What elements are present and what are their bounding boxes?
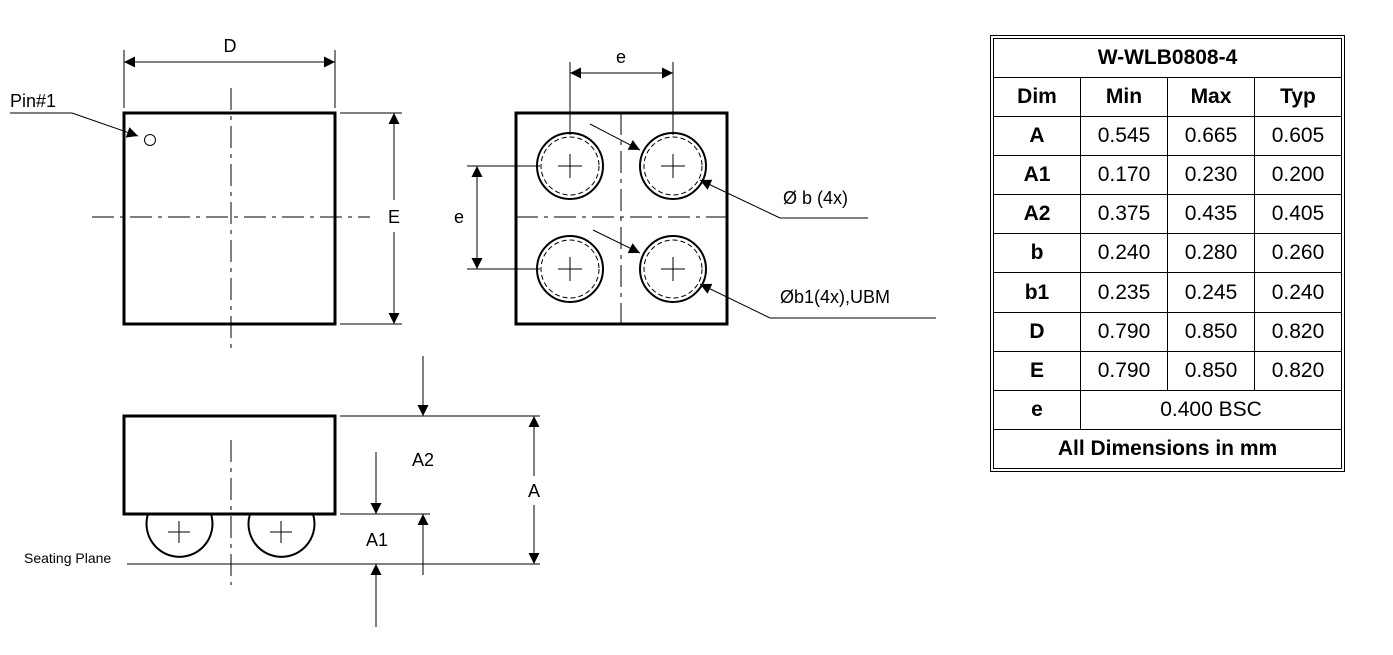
top-view: Pin#1 D E (10, 36, 402, 348)
a2-label: A2 (412, 450, 434, 470)
table-row: E 0.790 0.850 0.820 (993, 350, 1342, 391)
dimension-table-frame: W-WLB0808-4 Dim Min Max Typ A 0.545 0.66… (990, 35, 1345, 472)
pitch-v-label: e (454, 207, 464, 227)
row-max: 0.850 (1167, 350, 1255, 391)
row-dim: b (993, 233, 1081, 274)
table-row-e: e 0.400 BSC (993, 389, 1342, 430)
pitch-h-label: e (616, 47, 626, 67)
table-row: A2 0.375 0.435 0.405 (993, 194, 1342, 235)
header-max: Max (1167, 77, 1255, 118)
a1-label: A1 (366, 530, 388, 550)
row-min: 0.235 (1080, 272, 1168, 313)
ubm-callout-leader-a (592, 229, 641, 254)
ball-callout-label: Ø b (4x) (783, 188, 848, 208)
ubm-callout-label: Øb1(4x),UBM (780, 287, 890, 307)
solder-ball (639, 132, 707, 200)
solder-ball (639, 235, 707, 303)
solder-ball (536, 132, 604, 200)
row-dim: A2 (993, 194, 1081, 235)
package-outline-drawing: Pin#1 D E (10, 36, 936, 627)
row-dim: e (993, 389, 1081, 430)
seating-plane-label: Seating Plane (24, 550, 111, 566)
header-min: Min (1080, 77, 1168, 118)
row-dim: D (993, 311, 1081, 352)
side-solder-ball (247, 513, 316, 558)
d-label: D (224, 36, 237, 56)
row-typ: 0.260 (1254, 233, 1342, 274)
side-view-body (122, 414, 337, 516)
row-e-value: 0.400 BSC (1080, 389, 1342, 430)
table-row: A1 0.170 0.230 0.200 (993, 155, 1342, 196)
header-typ: Typ (1254, 77, 1342, 118)
row-typ: 0.820 (1254, 350, 1342, 391)
table-title-row: W-WLB0808-4 (993, 37, 1342, 79)
pin1-marker (144, 134, 156, 146)
pin1-label: Pin#1 (10, 91, 56, 111)
table-footer-row: All Dimensions in mm (993, 428, 1342, 470)
row-min: 0.545 (1080, 116, 1168, 157)
e-label: E (388, 207, 400, 227)
solder-ball (536, 235, 604, 303)
table-row: A 0.545 0.665 0.605 (993, 116, 1342, 157)
row-typ: 0.405 (1254, 194, 1342, 235)
row-min: 0.375 (1080, 194, 1168, 235)
ball-callout-leader-a (589, 123, 641, 151)
table-footer: All Dimensions in mm (993, 428, 1342, 470)
row-max: 0.850 (1167, 311, 1255, 352)
row-typ: 0.605 (1254, 116, 1342, 157)
table-header-row: Dim Min Max Typ (993, 77, 1342, 118)
top-view-body (122, 111, 337, 326)
side-solder-ball (145, 513, 214, 558)
header-dim: Dim (993, 77, 1081, 118)
row-dim: E (993, 350, 1081, 391)
dimension-table: W-WLB0808-4 Dim Min Max Typ A 0.545 0.66… (993, 37, 1342, 470)
row-max: 0.230 (1167, 155, 1255, 196)
row-typ: 0.200 (1254, 155, 1342, 196)
row-max: 0.245 (1167, 272, 1255, 313)
row-typ: 0.820 (1254, 311, 1342, 352)
side-view: Seating Plane A2 A1 A (24, 356, 540, 627)
row-min: 0.170 (1080, 155, 1168, 196)
row-min: 0.240 (1080, 233, 1168, 274)
row-min: 0.790 (1080, 350, 1168, 391)
a-label: A (528, 481, 540, 501)
row-max: 0.665 (1167, 116, 1255, 157)
table-row: D 0.790 0.850 0.820 (993, 311, 1342, 352)
row-dim: A (993, 116, 1081, 157)
row-max: 0.435 (1167, 194, 1255, 235)
row-min: 0.790 (1080, 311, 1168, 352)
row-dim: b1 (993, 272, 1081, 313)
table-title: W-WLB0808-4 (993, 37, 1342, 79)
pin1-leader-arrow (71, 112, 139, 138)
table-row: b 0.240 0.280 0.260 (993, 233, 1342, 274)
bottom-view: e e Ø b (4x) Øb1(4x),UBM (454, 47, 936, 326)
table-row: b1 0.235 0.245 0.240 (993, 272, 1342, 313)
row-max: 0.280 (1167, 233, 1255, 274)
row-dim: A1 (993, 155, 1081, 196)
ball-callout-leader-b (699, 179, 781, 219)
ubm-callout-leader-b (699, 283, 771, 319)
row-typ: 0.240 (1254, 272, 1342, 313)
